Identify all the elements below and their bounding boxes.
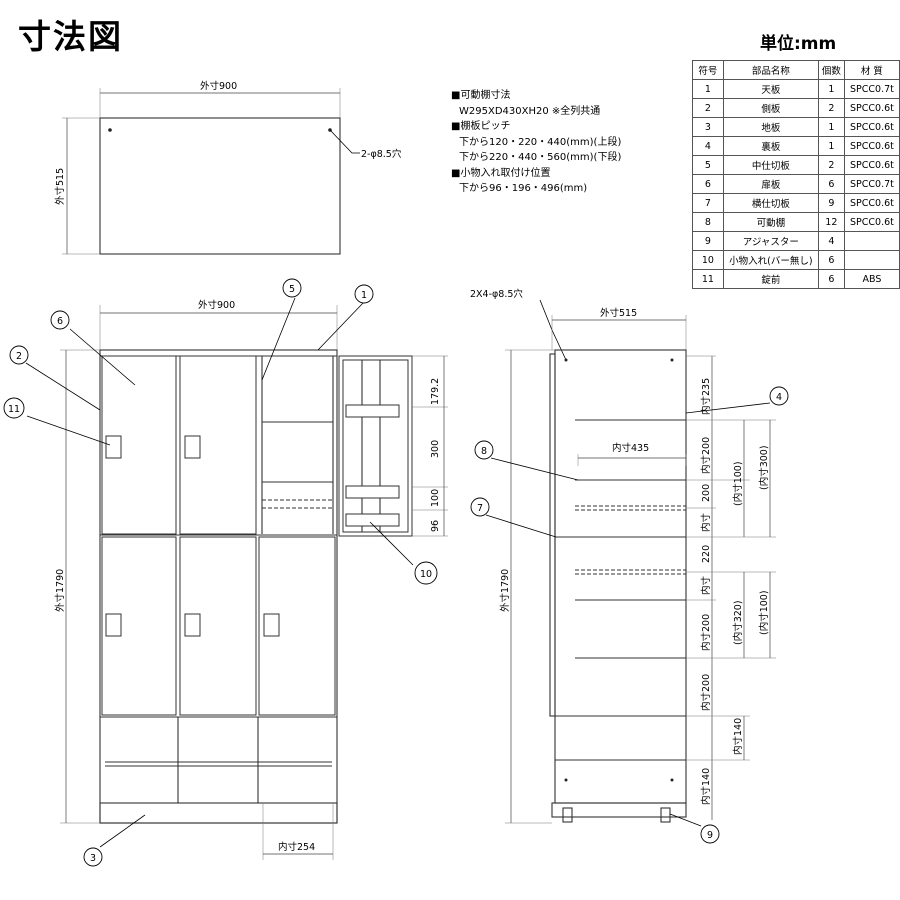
note-line: 下から120・220・440(mm)(上段) [459, 136, 622, 148]
callout-4 [769, 386, 789, 406]
side-dim: 内寸140 [700, 768, 712, 805]
callout-11-label: 11 [8, 404, 20, 415]
top-view: 外寸900 外寸515 2-φ8.5穴 [54, 80, 402, 255]
side-dim: 内寸235 [700, 378, 712, 415]
note-line: W295XD430XH20 ※全列共通 [459, 105, 601, 117]
note-heading-shelf-pitch: 棚板ピッチ [451, 119, 621, 135]
side-dim: 内寸 [700, 576, 712, 596]
callout-9 [700, 824, 720, 844]
front-width-label: 外寸900 [198, 299, 235, 311]
callout-2-label: 2 [16, 351, 22, 362]
side-paren-dim: (内寸100) [732, 461, 744, 506]
open-dim-179: 179.2 [430, 378, 441, 405]
locker-door [179, 536, 257, 716]
side-holes-label: 2X4-φ8.5穴 [470, 288, 523, 300]
cell-part-name: 錠前 [722, 269, 819, 289]
callout-6 [50, 310, 70, 330]
callout-10 [414, 561, 438, 585]
cell-material: ABS [843, 269, 900, 289]
open-dim-100: 100 [430, 489, 441, 507]
front-height-label: 外寸1790 [54, 569, 66, 612]
side-height-label: 外寸1790 [499, 569, 511, 612]
unit-label: 単位:mm [760, 34, 837, 54]
cell-material: SPCC0.6t [843, 193, 900, 213]
callout-1-label: 1 [361, 290, 367, 301]
side-dim: 内寸200 [700, 674, 712, 711]
callout-5 [282, 278, 302, 298]
callout-7 [470, 497, 490, 517]
open-dim-96: 96 [430, 520, 441, 532]
note-line: 下から220・440・560(mm)(下段) [459, 152, 622, 163]
lock [184, 613, 201, 637]
lock [105, 613, 122, 637]
callout-11 [3, 397, 25, 419]
callout-1 [354, 284, 374, 304]
callouts: 1 2 3 4 5 6 7 8 9 10 11 [3, 278, 789, 867]
side-dim: 内寸 [700, 513, 712, 533]
side-dim: 220 [701, 545, 712, 563]
top-depth-label: 外寸515 [54, 168, 66, 205]
callout-3-label: 3 [90, 853, 96, 864]
side-paren-dim: (内寸320) [732, 600, 744, 645]
side-view: 2X4-φ8.5穴 外寸515 内寸435 外寸1790 [470, 288, 776, 824]
callout-6-label: 6 [57, 316, 63, 327]
side-dim: 200 [701, 484, 712, 502]
callout-10-label: 10 [420, 569, 432, 580]
callout-leaders [25, 297, 771, 848]
note-line: 下から96・196・496(mm) [459, 183, 588, 194]
side-depth-label: 外寸515 [600, 307, 637, 319]
callout-9-label: 9 [707, 830, 713, 841]
side-paren-dim: (内寸100) [758, 590, 770, 635]
side-dim: 内寸140 [732, 718, 744, 755]
top-hole-label: 2-φ8.5穴 [361, 148, 402, 160]
inner-depth-label: 内寸435 [612, 442, 649, 454]
cell-qty: 6 [817, 269, 845, 289]
side-dim: 内寸200 [700, 614, 712, 651]
inner-width-label: 内寸254 [278, 841, 315, 853]
lock [105, 435, 122, 459]
callout-3 [83, 847, 103, 867]
side-dim: 内寸200 [700, 437, 712, 474]
front-view: 外寸900 [54, 299, 448, 860]
page-title: 寸法図 [18, 17, 123, 56]
cell-material: SPCC0.6t [843, 117, 900, 137]
callout-8-label: 8 [481, 446, 487, 457]
callout-5-label: 5 [289, 284, 295, 295]
lock [184, 435, 201, 459]
side-paren-dim: (内寸300) [758, 445, 770, 490]
note-heading-shelf-size: 可動棚寸法 [451, 88, 621, 104]
side-body [554, 349, 687, 804]
top-width-label: 外寸900 [200, 80, 237, 92]
open-dim-300: 300 [430, 440, 441, 458]
callout-4-label: 4 [776, 392, 782, 403]
callout-8 [474, 440, 494, 460]
note-heading-tray-position: 小物入れ取付け位置 [451, 166, 621, 182]
callout-2 [9, 345, 29, 365]
spec-notes: 可動棚寸法 W295XD430XH20 ※全列共通 棚板ピッチ 下から120・2… [451, 88, 621, 197]
top-panel [99, 117, 341, 255]
lock [263, 613, 280, 637]
callout-7-label: 7 [477, 503, 483, 514]
